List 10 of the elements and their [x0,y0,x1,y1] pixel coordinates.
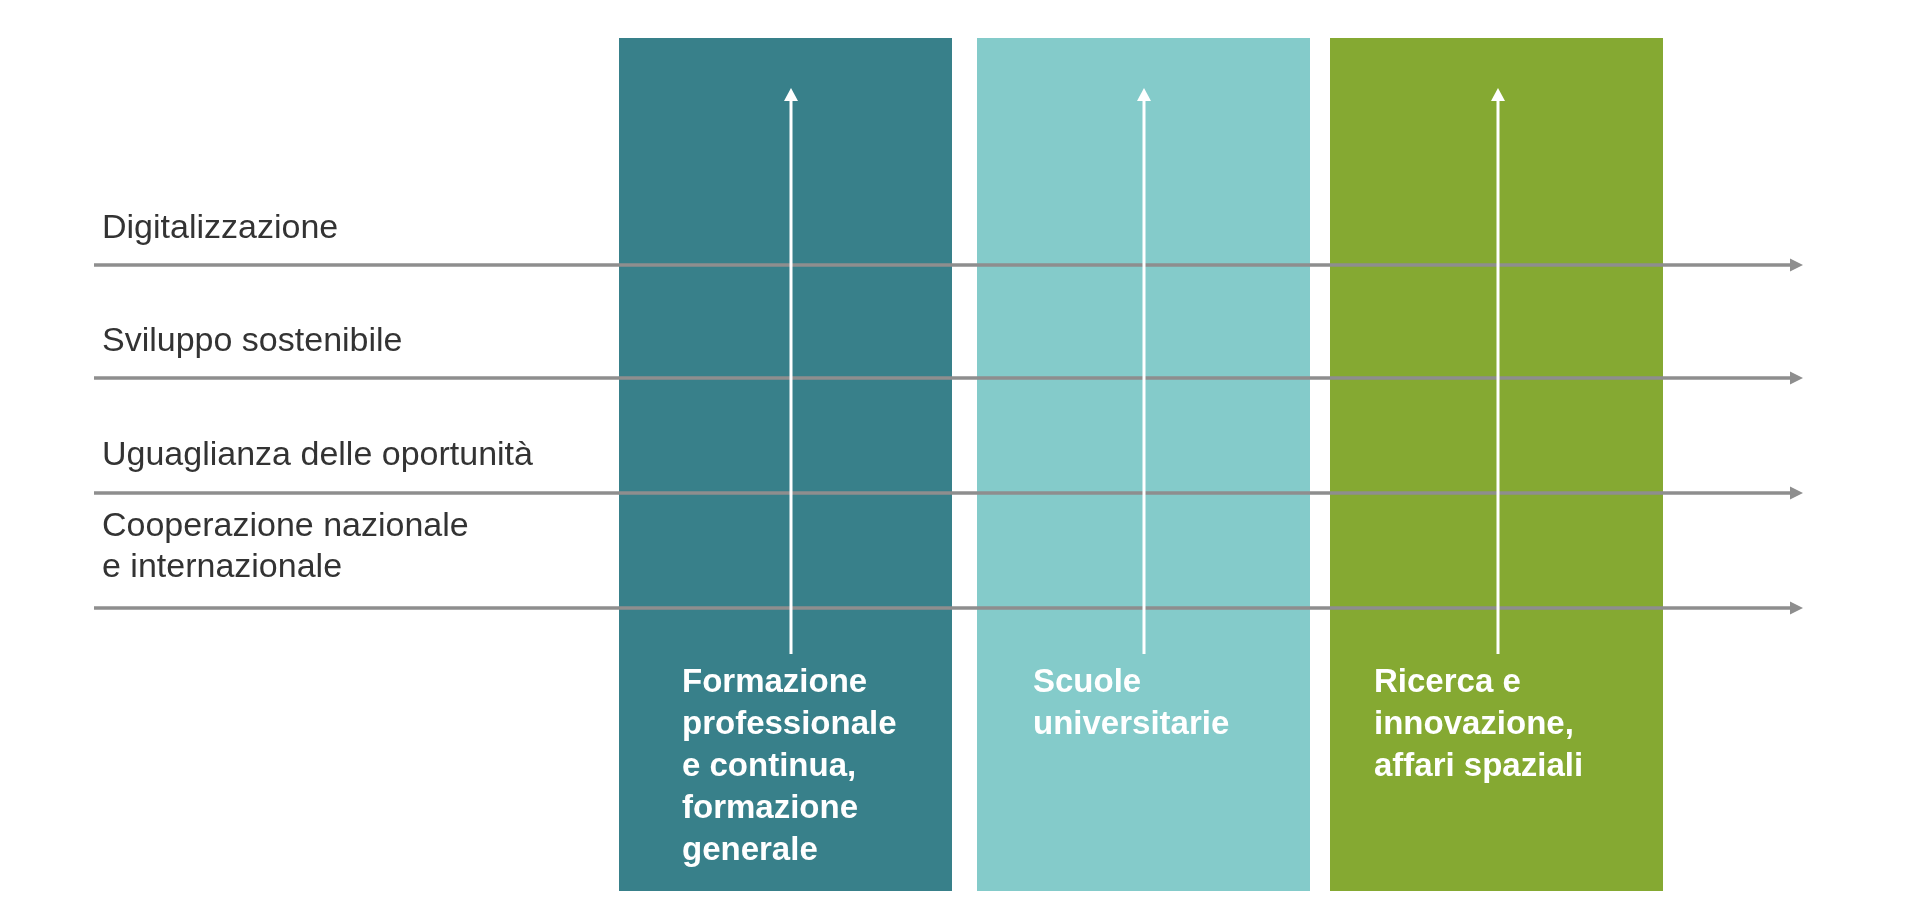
column-band [977,38,1310,891]
column-band [1330,38,1663,891]
column-title: Formazione professionale e continua, formazione generale [682,661,898,869]
arrow-label: Cooperazione nazionale e internazionale [102,504,470,586]
arrow-label: Uguaglianza delle oportunità [102,433,534,474]
column-title: Scuole universitarie [1033,661,1231,743]
arrow-label: Digitalizzazione [102,206,340,247]
column-title: Ricerca e innovazione, affari spaziali [1374,661,1585,785]
arrow-label: Sviluppo sostenibile [102,319,404,360]
column-band [619,38,952,891]
